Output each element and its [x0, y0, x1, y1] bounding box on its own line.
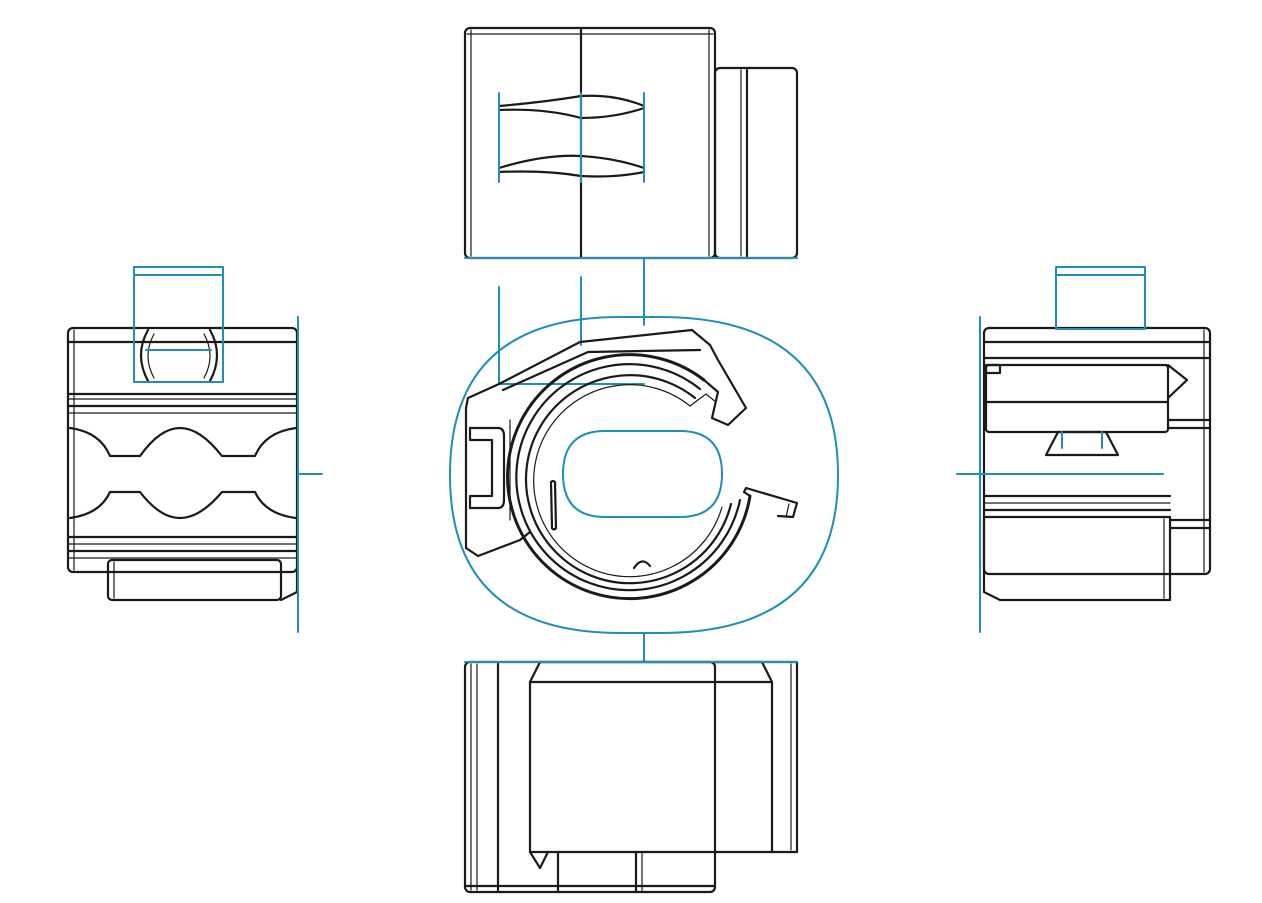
right-view-upper-block	[984, 363, 1170, 434]
front-view-clip-ring-3	[524, 374, 733, 585]
front-view-upper-arm-inner	[689, 393, 717, 419]
front-view-oval-slot	[562, 430, 723, 518]
left-view-upper-wave	[68, 426, 298, 458]
right-view-upper-block-tip	[1166, 363, 1189, 400]
top-view-upper-slot-lip	[497, 94, 646, 108]
front-view-clip-ring-2	[515, 363, 742, 592]
left-view-main-body	[66, 326, 299, 574]
left-view-clip-curve-left	[139, 328, 150, 383]
left-view-foot	[106, 558, 283, 602]
top-view-main-body	[463, 26, 717, 260]
front-view-clip-ring-4	[533, 384, 723, 578]
front-view-left-mount-plate	[464, 406, 532, 558]
front-view-latch-edge	[785, 503, 790, 518]
front-view-bottom-notch	[632, 560, 652, 570]
right-view-lower-block	[982, 515, 1172, 602]
front-view-inner-tab	[549, 479, 558, 531]
bottom-view	[463, 660, 799, 894]
front-view-upper-arm	[702, 343, 748, 427]
top-view-lower-slot-lip	[497, 154, 646, 170]
bottom-view-side-tab	[713, 660, 799, 854]
right-view-ref-box	[1055, 266, 1146, 330]
front-view-latch	[742, 486, 799, 519]
front-view-upper-bracket	[464, 328, 712, 410]
front-view	[449, 257, 839, 663]
front-view-envelope	[449, 316, 839, 634]
top-view	[463, 26, 799, 260]
left-view-clip-curve-left-inner	[147, 333, 155, 379]
right-view-small-notch	[984, 363, 1002, 375]
right-view	[956, 266, 1212, 633]
bottom-view-small-tab	[528, 850, 550, 870]
front-view-upper-bracket-inner	[501, 348, 702, 392]
top-view-upper-slot-groove	[497, 106, 646, 120]
right-view-window	[1044, 430, 1120, 457]
left-view-lower-wave	[68, 490, 298, 520]
left-view-clip-curve-right-inner	[203, 333, 211, 379]
left-view-clip-curve-right	[208, 328, 219, 383]
front-view-clip-outer-ring	[506, 353, 752, 601]
top-view-side-tab	[713, 66, 799, 260]
left-view-ref-box	[133, 266, 224, 383]
left-view-foot-chamfer	[279, 570, 299, 602]
bottom-view-front-face	[528, 660, 774, 854]
bottom-view-main-body	[463, 660, 717, 894]
left-view	[66, 266, 323, 633]
top-view-lower-slot-groove	[497, 170, 646, 178]
front-view-left-mount-clip	[468, 426, 506, 510]
